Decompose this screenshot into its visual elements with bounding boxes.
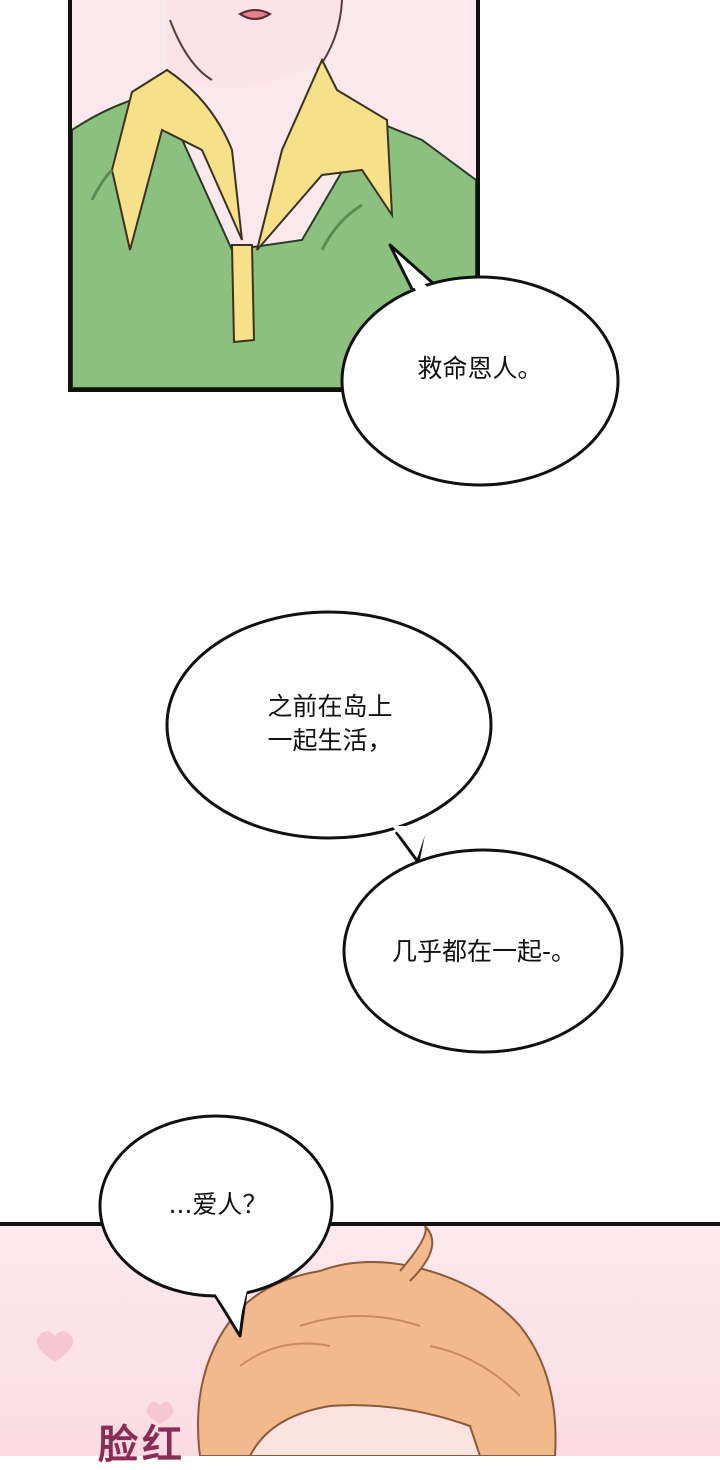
speech-bubble-1-text: 救命恩人。 [417,354,543,383]
speech-bubble-2 [165,610,493,864]
speech-bubble-3-text: 几乎都在一起-。 [391,937,577,966]
speech-bubble-1 [340,243,620,487]
speech-bubble-4 [98,1114,334,1338]
bottom-comic-panel [0,1222,720,1456]
speech-bubble-4-text: ...爱人？ [168,1190,268,1219]
blush-sfx-text: 脸红 [98,1422,186,1468]
speech-bubble-2-text: 之前在岛上 一起生活， [267,692,393,755]
speech-bubble-3 [342,848,624,1054]
